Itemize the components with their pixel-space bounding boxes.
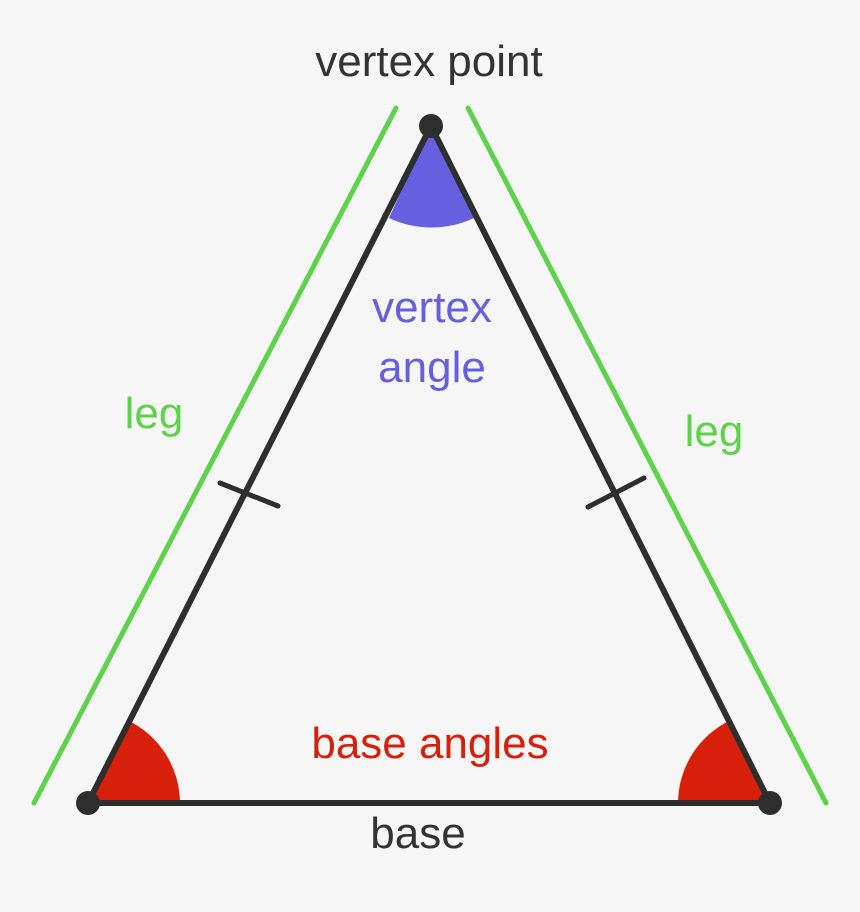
triangle-leg-right bbox=[428, 123, 773, 806]
leg-line-left bbox=[31, 105, 399, 806]
leg-line-right bbox=[465, 105, 829, 806]
triangle-leg-left bbox=[85, 123, 434, 806]
vertex-point-bottom-right bbox=[758, 791, 782, 815]
label-base-angles: base angles bbox=[311, 719, 548, 768]
label-vertex-angle-line2: angle bbox=[378, 343, 486, 392]
label-vertex-point: vertex point bbox=[315, 37, 542, 86]
tick-mark-left bbox=[217, 480, 281, 509]
base-angle-wedge-right bbox=[678, 720, 770, 803]
vertex-point-bottom-left bbox=[76, 791, 100, 815]
base-angle-wedge-left bbox=[88, 720, 180, 803]
label-vertex-angle-line1: vertex bbox=[372, 283, 492, 332]
label-leg-right: leg bbox=[685, 407, 744, 456]
vertex-point-top bbox=[419, 114, 443, 138]
label-base: base bbox=[370, 809, 465, 858]
tick-mark-right bbox=[585, 475, 647, 510]
label-leg-left: leg bbox=[125, 389, 184, 438]
vertex-angle-wedge bbox=[389, 126, 474, 228]
